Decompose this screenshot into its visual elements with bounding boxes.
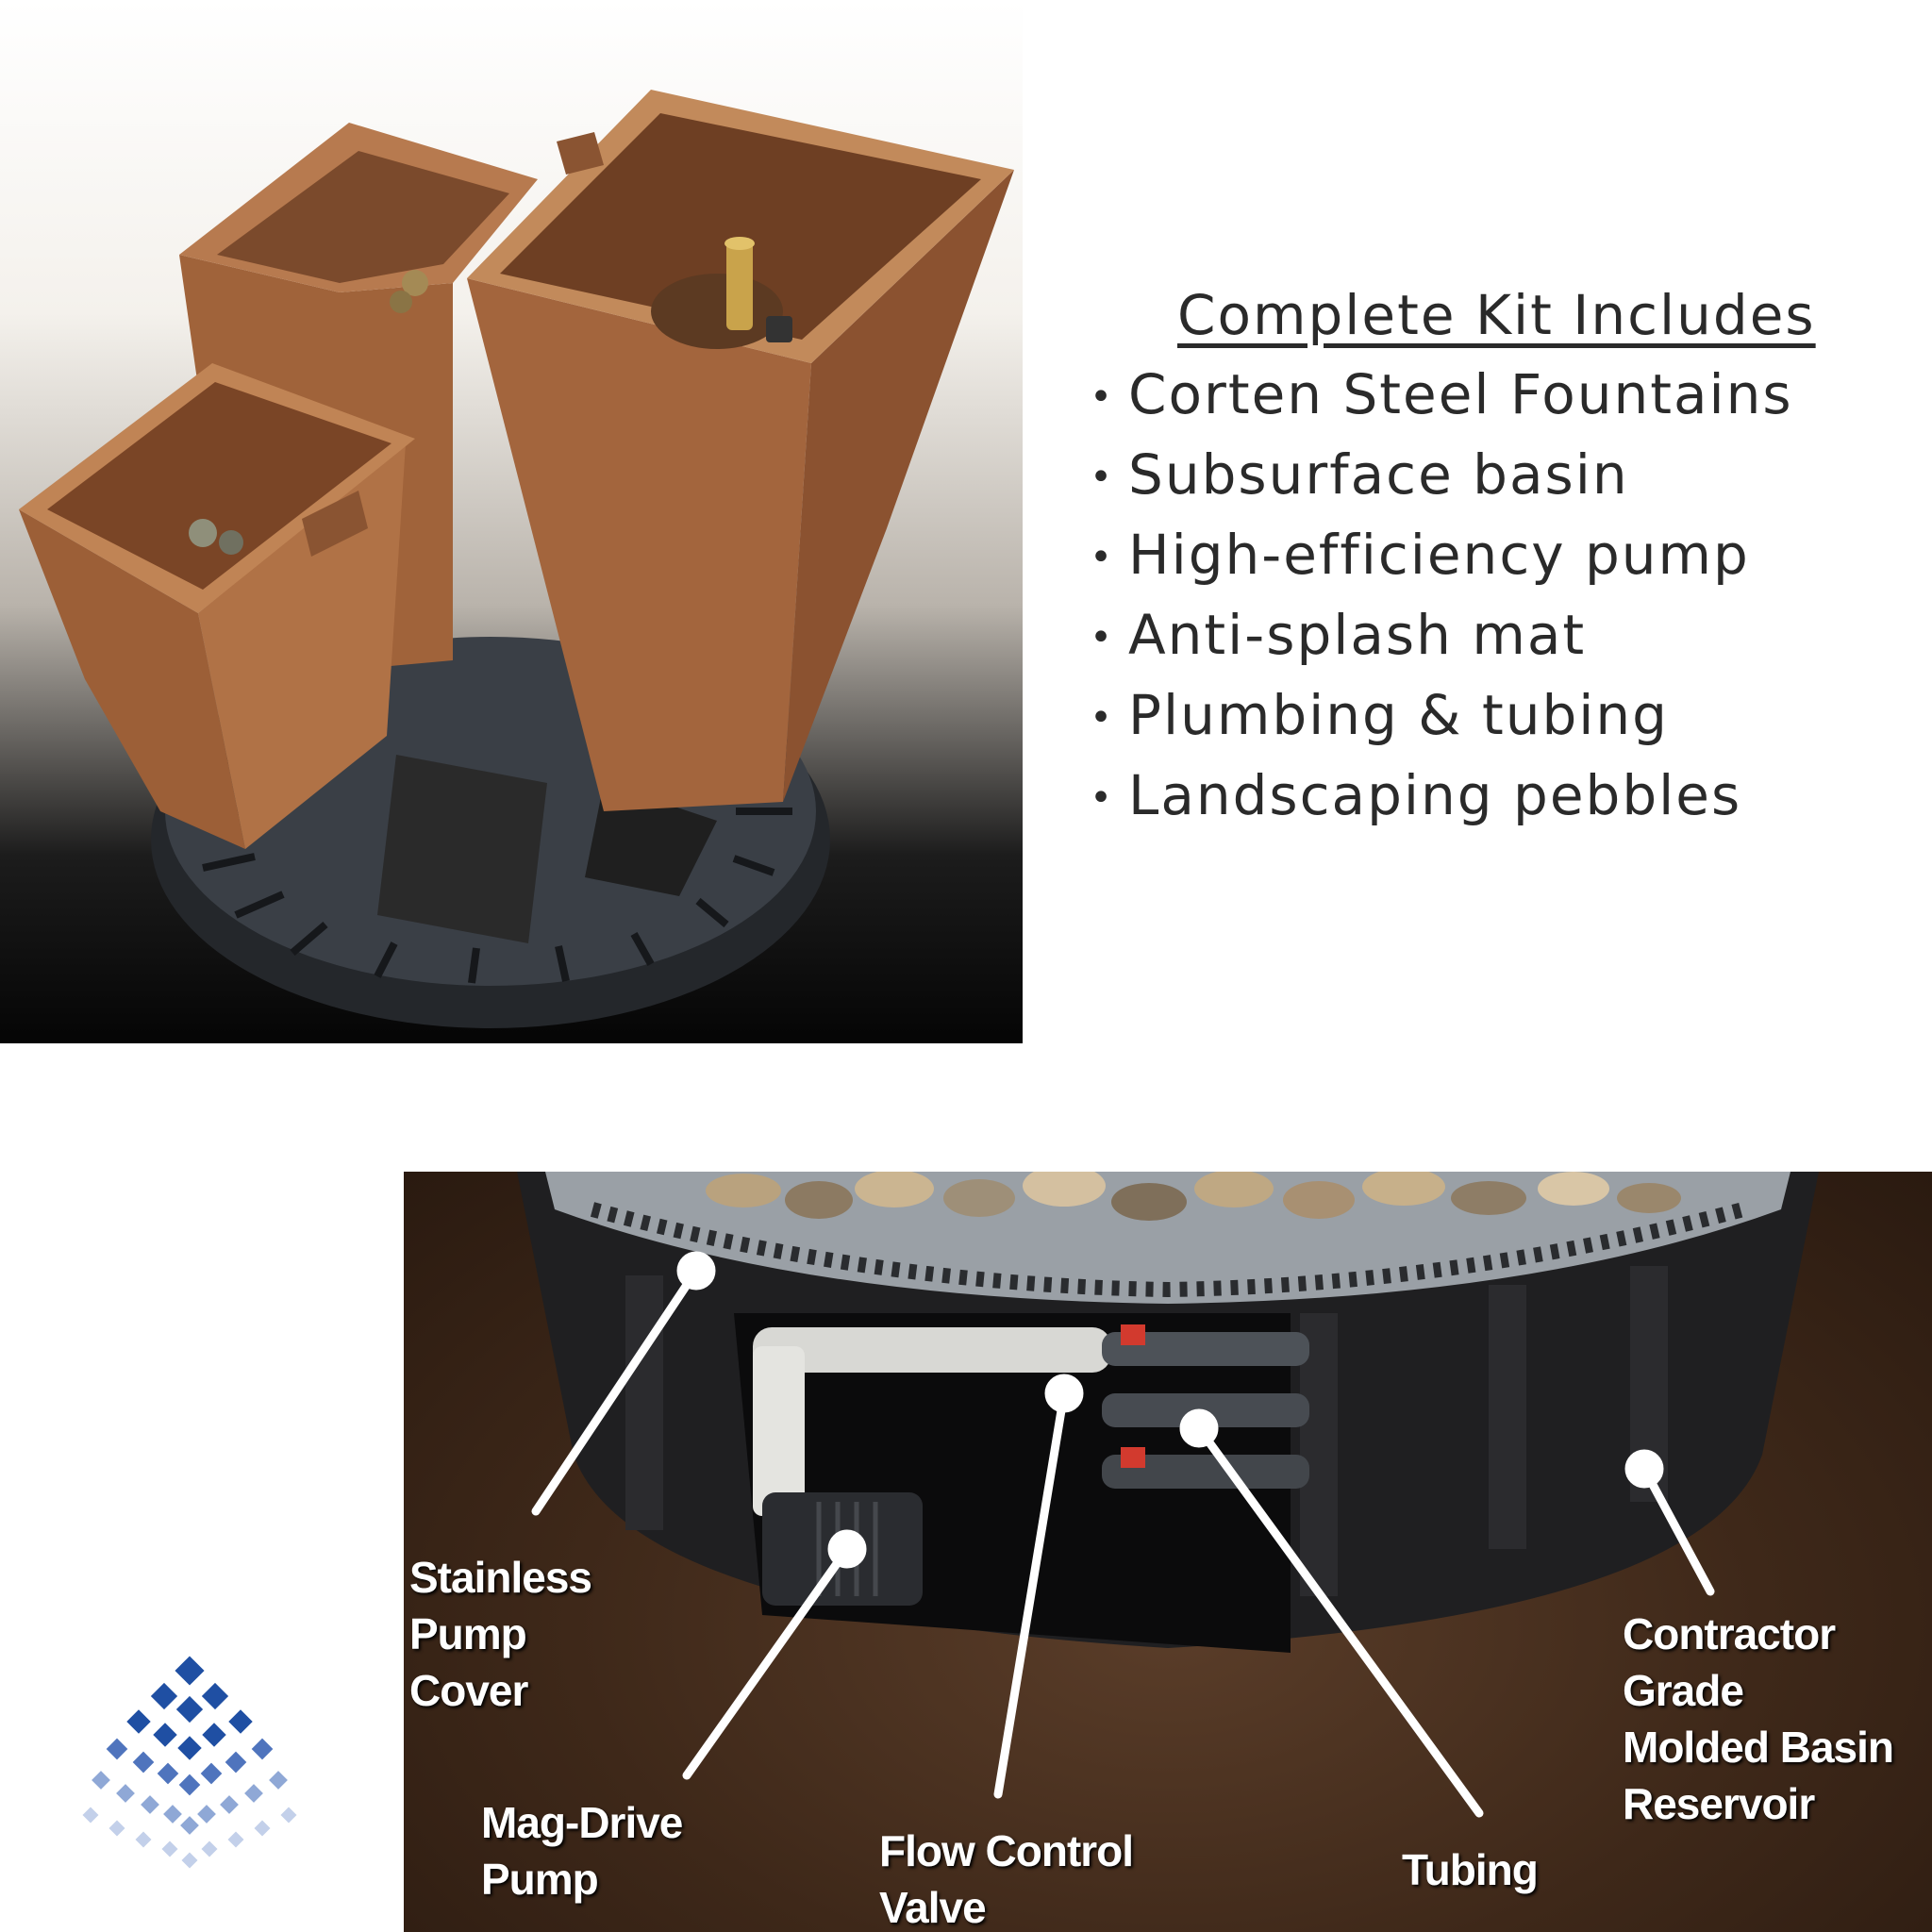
fitting xyxy=(219,530,243,555)
kit-item-label: Subsurface basin xyxy=(1128,442,1629,507)
bullet: • xyxy=(1090,456,1114,500)
callout-line-valve xyxy=(993,1389,1069,1799)
fountain-left-front xyxy=(19,509,245,849)
kit-heading: Complete Kit Includes xyxy=(1177,283,1816,347)
callout-line-pump xyxy=(682,1544,852,1780)
kit-item: • Landscaping pebbles xyxy=(1075,756,1906,836)
fitting xyxy=(402,270,428,296)
kit-items-list: • Corten Steel Fountains • Subsurface basi… xyxy=(1075,355,1906,836)
kit-item: • Anti-splash mat xyxy=(1075,595,1906,675)
brass-nozzle-top xyxy=(724,237,755,250)
fountain-left-inner xyxy=(47,382,391,590)
basin-cutaway-diagram: Stainless Pump Cover Mag-Drive Pump Flow… xyxy=(404,1172,1932,1932)
basin-cutaway-illustration xyxy=(517,1172,1819,1818)
kit-item: • High-efficiency pump xyxy=(1075,515,1906,595)
callout-lines xyxy=(531,1251,1715,1818)
kit-item: • Plumbing & tubing xyxy=(1075,675,1906,756)
spillway xyxy=(302,491,368,557)
kit-contents: Complete Kit Includes • Corten Steel Foun… xyxy=(1075,283,1906,836)
label-stainless-pump-cover: Stainless Pump Cover xyxy=(409,1553,592,1715)
tubing xyxy=(1102,1455,1309,1489)
callout-line-tubing xyxy=(1194,1424,1484,1818)
fountain-right-front xyxy=(467,278,811,811)
fitting xyxy=(189,519,217,547)
kit-item: • Corten Steel Fountains xyxy=(1075,355,1906,435)
kit-item-label: Anti-splash mat xyxy=(1128,603,1587,667)
kit-item-label: Corten Steel Fountains xyxy=(1128,362,1793,426)
fountain-back-inner xyxy=(217,151,509,283)
label-flow-control-valve: Flow Control Valve xyxy=(879,1826,1134,1932)
bullet: • xyxy=(1090,776,1114,821)
bullet: • xyxy=(1090,616,1114,660)
valve-handle xyxy=(1121,1447,1145,1468)
label-contractor-basin: Contractor Grade Molded Basin Reservoir xyxy=(1623,1609,1894,1828)
pvc-pipe xyxy=(753,1327,1111,1373)
callout-dot xyxy=(1624,1449,1664,1489)
spillway xyxy=(557,132,604,175)
callout-dot xyxy=(676,1251,716,1291)
callout-dot xyxy=(1044,1374,1084,1413)
splash-mat xyxy=(377,755,547,943)
kit-item-label: Landscaping pebbles xyxy=(1128,763,1742,827)
fountain-kit-photo xyxy=(0,0,1023,1043)
bullet: • xyxy=(1090,375,1114,420)
callout-line-pump-cover xyxy=(531,1266,701,1516)
kit-item: • Subsurface basin xyxy=(1075,435,1906,515)
fitting xyxy=(766,316,792,342)
brass-nozzle xyxy=(726,241,753,330)
pump-base xyxy=(651,274,783,349)
fitting xyxy=(390,291,412,313)
callout-dot xyxy=(827,1529,867,1569)
company-logo-icon xyxy=(82,1656,297,1869)
callout-dot xyxy=(1179,1408,1219,1448)
splash-mat xyxy=(585,783,717,896)
pvc-elbow xyxy=(753,1346,805,1516)
valve-handle xyxy=(1121,1324,1145,1345)
bullet: • xyxy=(1090,536,1114,580)
grate-slots xyxy=(590,1202,1746,1298)
pebbles xyxy=(706,1172,1681,1221)
tubing xyxy=(1102,1332,1309,1366)
callout-line-basin xyxy=(1640,1464,1715,1596)
fountain-right-side xyxy=(783,170,1014,802)
label-tubing: Tubing xyxy=(1402,1845,1539,1894)
bullet: • xyxy=(1090,696,1114,741)
kit-item-label: Plumbing & tubing xyxy=(1128,683,1669,747)
fountain-kit-illustration xyxy=(19,90,1014,1028)
label-mag-drive-pump: Mag-Drive Pump xyxy=(481,1798,683,1904)
fountain-right-inner xyxy=(500,113,981,340)
kit-item-label: High-efficiency pump xyxy=(1128,523,1750,587)
fountain-left-side xyxy=(198,443,406,849)
